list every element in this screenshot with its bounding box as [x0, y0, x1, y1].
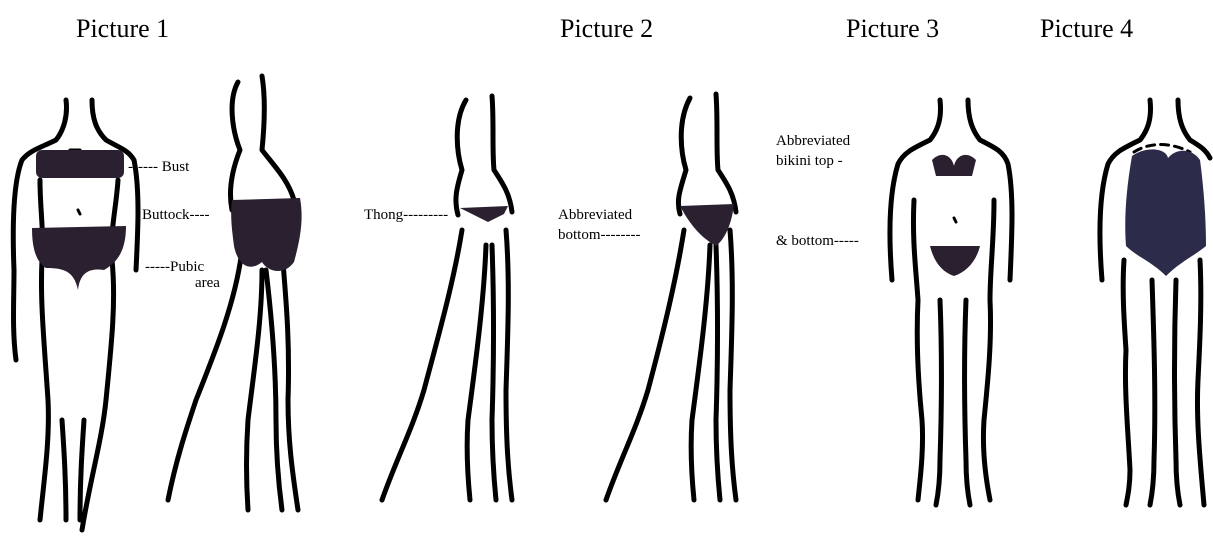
figure-2-abbreviated-bottom: [606, 94, 736, 500]
figure-3-bikini-bottom: [930, 246, 980, 276]
and-bottom-label: & bottom-----: [776, 232, 859, 250]
figure-2-thong: [382, 96, 512, 500]
figure-3-front: [890, 100, 1012, 505]
thong-label: Thong---------: [364, 206, 448, 224]
figure-1-back-brief: [231, 198, 301, 271]
figure-3-bikini-top: [932, 155, 976, 176]
figure-4-front: [1100, 100, 1210, 505]
figure-1-back: [168, 76, 302, 510]
buttock-label: Buttock----: [142, 206, 209, 224]
pubic-area-label-line2: area: [195, 274, 220, 292]
figure-4-one-piece-swimsuit: [1125, 149, 1206, 276]
figure-1-bikini-top: [36, 150, 124, 178]
abbreviated-bottom-label-line2: bottom--------: [558, 226, 640, 244]
bikini-top-label-line2: bikini top -: [776, 152, 843, 170]
figure-2-abbreviated-bottom-garment: [680, 204, 734, 246]
bust-label: ------ Bust: [128, 158, 189, 176]
bikini-top-label-line1: Abbreviated: [776, 132, 850, 150]
abbreviated-bottom-label-line1: Abbreviated: [558, 206, 632, 224]
figure-1-front: [13, 100, 138, 530]
figure-2-thong-garment: [460, 206, 508, 222]
